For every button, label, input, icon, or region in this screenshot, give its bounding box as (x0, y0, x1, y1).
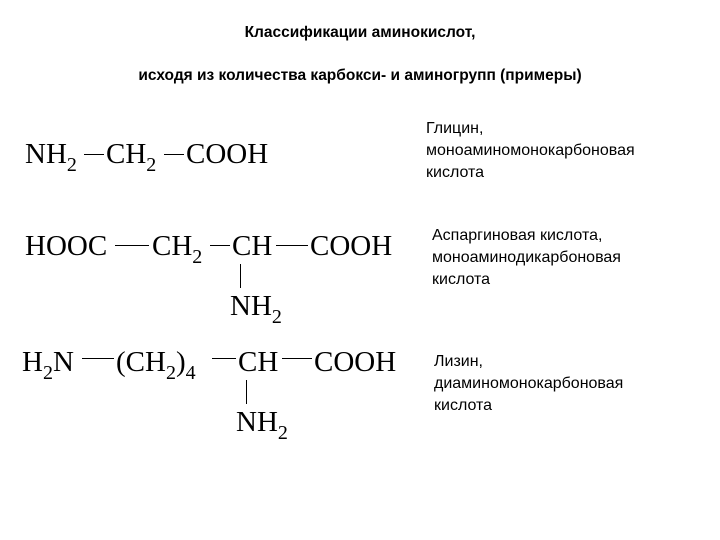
glycine-description: Глицин, моноаминомонокарбоновая кислота (426, 118, 635, 184)
glycine-class-word: кислота (426, 164, 485, 181)
lysine-bond-1 (82, 358, 114, 359)
glycine-name: Глицин, (426, 120, 484, 137)
glycine-group-ch2: CH2 (106, 138, 157, 176)
aspartic-class: моноаминодикарбоновая (432, 249, 621, 266)
lysine-name: Лизин, (434, 353, 483, 370)
aspartic-group-cooh: COOH (310, 230, 393, 262)
aspartic-description: Аспаргиновая кислота, моноаминодикарбоно… (432, 225, 621, 291)
lysine-group-ch2-4: (CH2)4 (116, 346, 196, 384)
lysine-bond-3 (282, 358, 312, 359)
lysine-class: диаминомонокарбоновая (434, 375, 624, 392)
aspartic-name: Аспаргиновая кислота, (432, 227, 603, 244)
lysine-description: Лизин, диаминомонокарбоновая кислота (434, 351, 623, 417)
aspartic-side-nh2: NH2 (230, 290, 282, 328)
lysine-side-nh2: NH2 (236, 406, 288, 444)
lysine-group-ch: CH (238, 346, 279, 378)
aspartic-group-ch: CH (232, 230, 273, 262)
glycine-bond-2 (164, 154, 184, 155)
aspartic-bond-3 (276, 245, 308, 246)
lysine-vertical-bond (246, 380, 247, 404)
glycine-class: моноаминомонокарбоновая (426, 142, 635, 159)
aspartic-bond-1 (115, 245, 149, 246)
aspartic-vertical-bond (240, 264, 241, 288)
heading-line-1: Классификации аминокислот, (244, 24, 476, 41)
lysine-group-h2n: H2N (22, 346, 74, 384)
aspartic-bond-2 (210, 245, 230, 246)
lysine-group-cooh: COOH (314, 346, 397, 378)
aspartic-group-hooc: HOOC (25, 230, 108, 262)
aspartic-group-ch2: CH2 (152, 230, 203, 268)
glycine-group-nh2: NH2 (25, 138, 77, 176)
heading-line-2: исходя из количества карбокси- и аминогр… (138, 67, 582, 84)
lysine-bond-2 (212, 358, 236, 359)
lysine-class-word: кислота (434, 397, 493, 414)
glycine-bond-1 (84, 154, 104, 155)
glycine-group-cooh: COOH (186, 138, 269, 170)
aspartic-class-word: кислота (432, 271, 491, 288)
